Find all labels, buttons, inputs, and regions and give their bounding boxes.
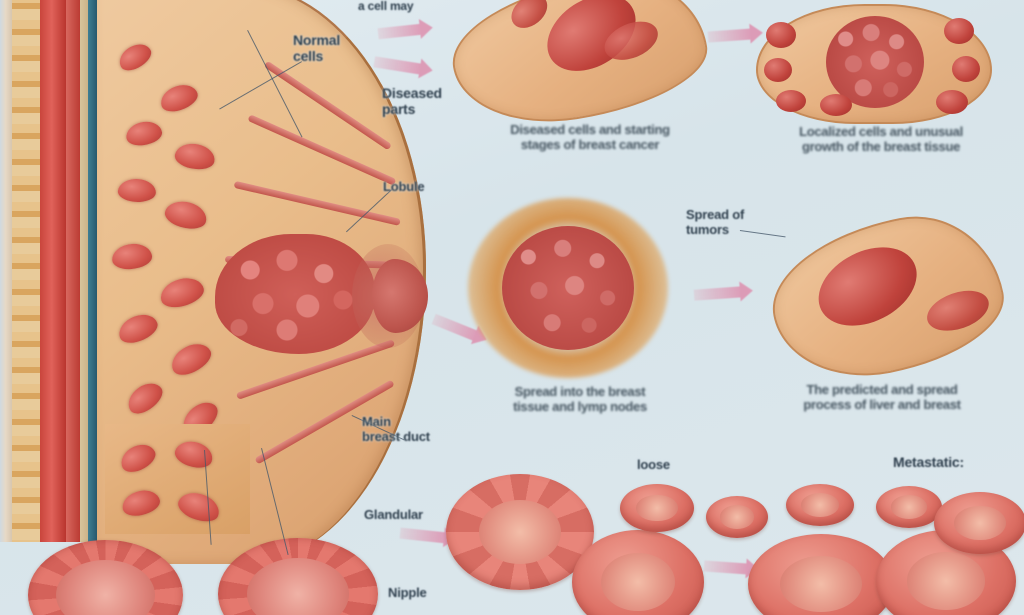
- tumor-mass-in-breast: [215, 234, 375, 354]
- panel-localized-tumor: [756, 4, 992, 124]
- arrow-progression-1: [377, 23, 423, 40]
- invading-tumor-nucleus: [921, 283, 995, 339]
- label-spread-of-tumors: Spread of tumors: [686, 207, 745, 237]
- surrounding-cell: [820, 94, 852, 116]
- surrounding-cell: [764, 58, 792, 82]
- surrounding-cell: [952, 56, 980, 82]
- arrow-progression-4: [431, 313, 479, 342]
- cancer-cell-nucleus: [504, 0, 554, 35]
- nodule-large-left: [446, 474, 594, 590]
- caption-middle-right: The predicted and spread process of live…: [803, 382, 961, 413]
- caption-top-right: Localized cells and unusual growth of th…: [799, 124, 963, 155]
- label-nipple: Nipple: [388, 585, 427, 600]
- nodule-small-b: [706, 496, 768, 538]
- surrounding-cell: [944, 18, 974, 44]
- panel-tumor-sphere: [502, 226, 634, 350]
- localized-tumor-mass: [826, 16, 924, 108]
- pectoral-muscle-layer: [40, 0, 66, 542]
- surrounding-cell: [936, 90, 968, 114]
- invading-tumor-nucleus: [805, 231, 930, 342]
- label-metastatic: Metastatic:: [893, 454, 964, 470]
- pectoral-muscle-inner-layer: [66, 0, 80, 542]
- caption-top-left: Diseased cells and starting stages of br…: [510, 122, 670, 153]
- nodule-large-right-a: [748, 534, 894, 615]
- label-main-breast-duct: Main breast duct: [362, 414, 430, 444]
- arrow-progression-6: [399, 527, 447, 544]
- label-normal-cells: Normal cells: [293, 32, 341, 64]
- leader-line-spread: [739, 230, 786, 238]
- arrow-progression-3: [707, 28, 753, 43]
- label-a-cell-may: a cell may: [358, 0, 414, 13]
- label-diseased-parts: Diseased parts: [382, 85, 442, 117]
- nipple: [372, 259, 428, 333]
- nodule-mid-left: [572, 530, 704, 615]
- label-glandular: Glandular: [364, 507, 423, 522]
- skin-layer: [0, 0, 14, 542]
- arrow-progression-5: [693, 286, 743, 301]
- caption-middle-left: Spread into the breast tissue and lymp n…: [513, 384, 647, 415]
- panel-invaded-tissue: [759, 201, 1015, 393]
- nodule-small-d: [876, 486, 942, 528]
- lymph-tissue-region: [105, 424, 250, 534]
- panel-duct-cross-section: [442, 0, 716, 138]
- arrow-progression-2: [373, 56, 423, 75]
- surrounding-cell: [766, 22, 796, 48]
- rib-cage-layer: [12, 0, 42, 542]
- vein-layer: [88, 0, 97, 542]
- label-lobule: Lobule: [383, 179, 425, 194]
- nodule-mid-right: [934, 492, 1024, 554]
- arrow-progression-7: [703, 560, 749, 575]
- breast-anatomy-illustration: [0, 0, 428, 564]
- nodule-small-a: [620, 484, 694, 532]
- label-loose: loose: [637, 457, 670, 472]
- surrounding-cell: [776, 90, 806, 112]
- nodule-small-c: [786, 484, 854, 526]
- gland-cross-section: [28, 540, 183, 615]
